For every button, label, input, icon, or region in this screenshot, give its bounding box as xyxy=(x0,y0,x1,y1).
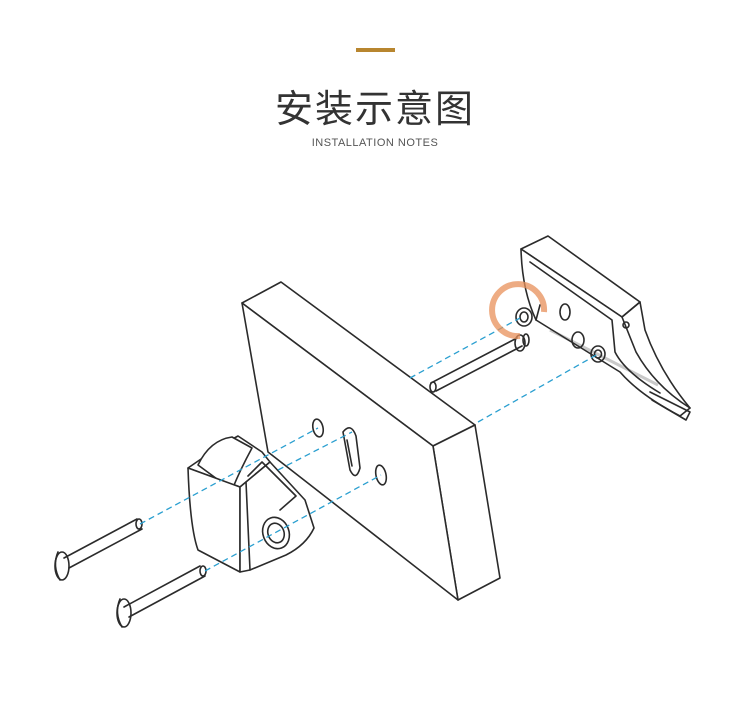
knob-latch-icon xyxy=(187,435,315,573)
catch-bracket-icon xyxy=(515,235,691,421)
logo-watermark-icon xyxy=(489,281,659,387)
screw-icon xyxy=(54,518,207,628)
door-plate-icon xyxy=(241,281,501,601)
page-subtitle: INSTALLATION NOTES xyxy=(311,137,439,149)
accent-bar xyxy=(356,48,395,52)
screw-icon xyxy=(429,333,530,393)
page-title: 安装示意图 xyxy=(274,87,475,131)
alignment-guides xyxy=(139,317,599,572)
